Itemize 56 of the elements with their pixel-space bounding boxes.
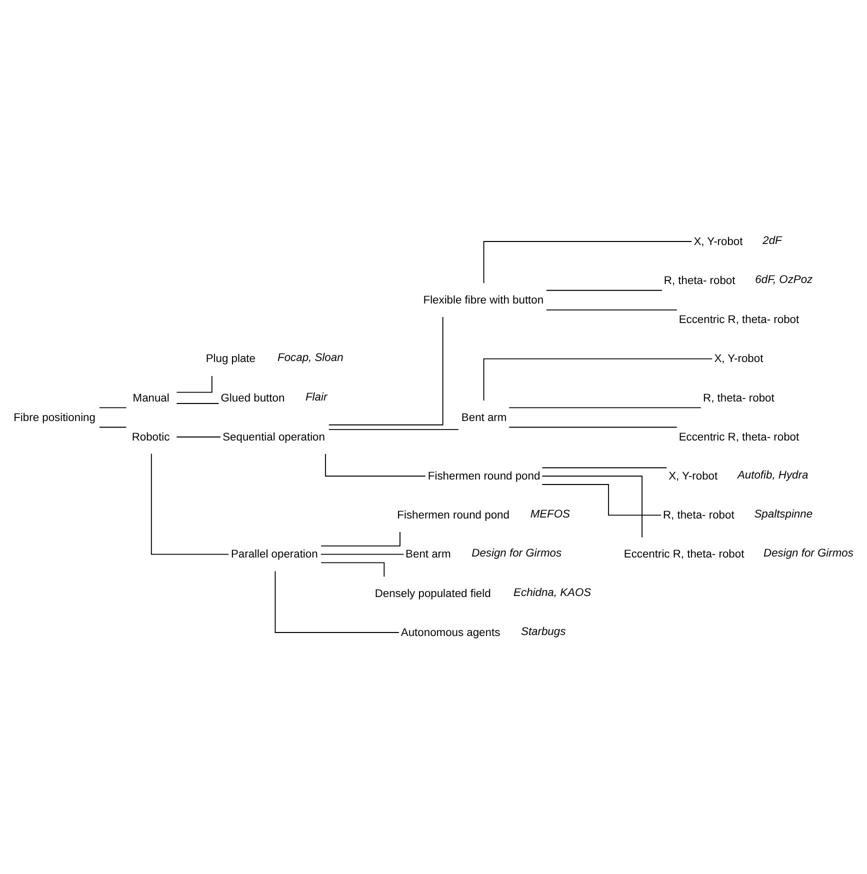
connector <box>542 476 643 538</box>
node-text: Plug plate <box>206 353 256 366</box>
node-label: Autofib, Hydra <box>737 470 808 482</box>
node-text: Eccentric R, theta- robot <box>624 548 744 561</box>
node-text: R, theta- robot <box>703 392 774 404</box>
node-label: 6dF, OzPoz <box>755 274 813 286</box>
node-label: Design for Girmos <box>764 548 854 560</box>
node-text: Bent arm <box>406 548 451 561</box>
node-text: R, theta- robot <box>664 274 736 287</box>
node-text: Sequential operation <box>222 431 325 444</box>
node-text: Glued button <box>220 392 285 404</box>
node-text: Densely populated field <box>374 588 491 600</box>
node-text: Bent arm <box>461 412 507 424</box>
connector <box>320 562 385 578</box>
node-label: Spaltspinne <box>754 508 813 521</box>
connector <box>546 290 662 291</box>
node-text: Parallel operation <box>231 548 318 561</box>
connector <box>328 429 459 430</box>
connector <box>176 403 220 404</box>
connector <box>176 375 212 393</box>
connector <box>483 241 692 284</box>
node-text: X, Y-robot <box>668 470 718 482</box>
connector <box>508 426 678 428</box>
connector <box>99 426 127 428</box>
node-label: Echidna, KAOS <box>514 586 592 599</box>
connector <box>176 436 221 438</box>
connector <box>150 453 229 555</box>
node-label: Design for Girmos <box>472 548 562 560</box>
node-label: Focap, Sloan <box>278 352 344 364</box>
connector <box>328 316 444 426</box>
node-text: Fishermen round pond <box>397 510 510 522</box>
node-label: Starbugs <box>521 626 566 638</box>
connector <box>320 554 404 555</box>
node-text: Eccentric R, theta- robot <box>678 314 800 326</box>
node-text: Eccentric R, theta- robot <box>678 431 800 444</box>
node-text: Fishermen round pond <box>428 470 540 482</box>
connector <box>542 484 662 516</box>
connector <box>325 453 426 477</box>
node-text: Robotic <box>132 431 170 444</box>
node-label: MEFOS <box>530 508 570 521</box>
node-text: Manual <box>132 392 170 404</box>
node-text: Autonomous agents <box>400 626 500 639</box>
connector <box>508 407 702 408</box>
connector <box>542 467 668 468</box>
connector <box>99 407 127 408</box>
node-label: Flair <box>305 391 328 404</box>
node-text: Flexible fibre with button <box>423 294 544 306</box>
connector <box>483 358 713 401</box>
connector <box>274 570 400 633</box>
node-label: 2dF <box>762 234 782 247</box>
connector <box>320 532 400 546</box>
connector <box>546 309 678 310</box>
node-text: Fibre positioning <box>14 412 96 424</box>
node-text: X, Y-robot <box>714 353 764 366</box>
node-text: R, theta- robot <box>663 510 734 522</box>
node-text: X, Y-robot <box>694 236 743 248</box>
